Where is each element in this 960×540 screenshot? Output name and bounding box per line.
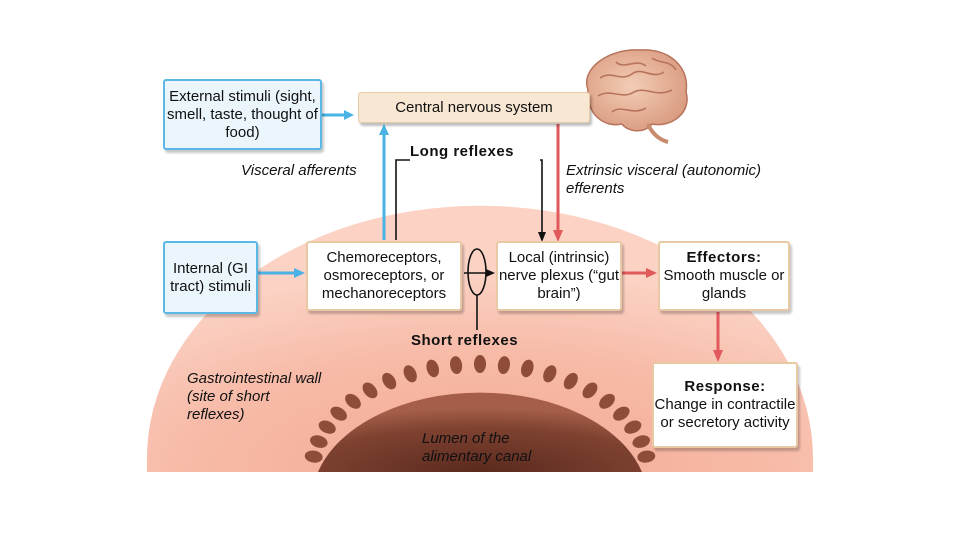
short-reflexes-label: Short reflexes bbox=[411, 332, 519, 349]
villus bbox=[497, 356, 510, 375]
effectors-box: Effectors: Smooth muscle or glands bbox=[658, 241, 790, 311]
villus bbox=[304, 450, 323, 463]
response-body: Change in contractile or secretory activ… bbox=[654, 396, 796, 431]
afferent-arrows bbox=[258, 110, 389, 278]
receptors-label: Chemoreceptors, osmoreceptors, or mechan… bbox=[321, 249, 447, 302]
effectors-body: Smooth muscle or glands bbox=[663, 267, 785, 302]
local-plexus-box: Local (intrinsic) nerve plexus (“gut bra… bbox=[496, 241, 622, 311]
villus bbox=[613, 406, 630, 421]
villus bbox=[582, 382, 598, 399]
villus bbox=[310, 435, 328, 448]
long-reflexes-label: Long reflexes bbox=[410, 143, 540, 161]
villus bbox=[330, 406, 347, 421]
extrinsic-efferents-label: Extrinsic visceral (autonomic) efferents bbox=[566, 162, 762, 197]
lumen-label: Lumen of the alimentary canal bbox=[422, 430, 532, 465]
effectors-title: Effectors: bbox=[686, 249, 762, 266]
efferent-arrows bbox=[553, 124, 723, 362]
villus bbox=[382, 372, 397, 390]
villus bbox=[599, 393, 615, 409]
villus bbox=[632, 435, 650, 448]
visceral-afferents-label: Visceral afferents bbox=[241, 162, 357, 179]
central-nervous-system-box: Central nervous system bbox=[358, 92, 590, 123]
villus bbox=[563, 372, 578, 390]
villus bbox=[426, 359, 439, 378]
lumen-shape bbox=[304, 355, 656, 472]
villus bbox=[403, 365, 417, 383]
villus bbox=[474, 355, 486, 373]
external-stimuli-label: External stimuli (sight, smell, taste, t… bbox=[167, 87, 318, 141]
villus bbox=[521, 359, 534, 378]
response-title: Response: bbox=[684, 378, 766, 395]
villus bbox=[362, 382, 378, 399]
receptors-box: Chemoreceptors, osmoreceptors, or mechan… bbox=[306, 241, 462, 311]
internal-stimuli-box: Internal (GI tract) stimuli bbox=[163, 241, 258, 314]
response-box: Response: Change in contractile or secre… bbox=[652, 362, 798, 448]
villus bbox=[318, 420, 336, 434]
villus bbox=[543, 365, 557, 383]
villus bbox=[450, 356, 463, 375]
villus bbox=[637, 450, 656, 463]
villus bbox=[345, 393, 361, 409]
internal-stimuli-label: Internal (GI tract) stimuli bbox=[170, 259, 251, 295]
brain-icon bbox=[585, 49, 688, 144]
villus bbox=[624, 420, 642, 434]
central-nervous-system-label: Central nervous system bbox=[395, 98, 553, 116]
external-stimuli-box: External stimuli (sight, smell, taste, t… bbox=[163, 79, 322, 150]
local-plexus-label: Local (intrinsic) nerve plexus (“gut bra… bbox=[498, 249, 620, 302]
gi-wall-label: Gastrointestinal wall (site of short ref… bbox=[187, 370, 322, 423]
